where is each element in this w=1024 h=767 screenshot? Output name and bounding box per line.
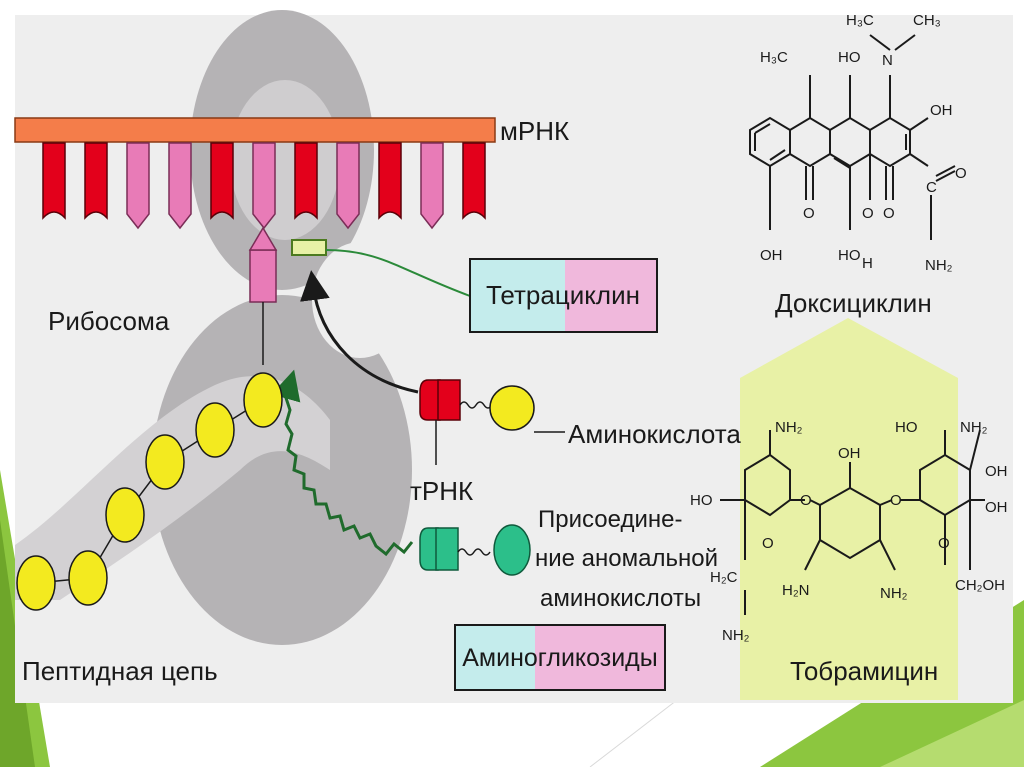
- tobramycin-field: [740, 318, 958, 700]
- tobra-nh2-r: NH₂: [960, 419, 988, 436]
- doxy-ho-top: HO: [838, 49, 861, 66]
- tobra-ho-r: HO: [895, 419, 918, 436]
- ribosome-label: Рибосома: [48, 306, 170, 336]
- doxycycline-label: Доксициклин: [775, 288, 932, 318]
- tobra-oh-r1: OH: [985, 463, 1008, 480]
- tobra-h2c: H₂C: [710, 569, 738, 586]
- anomalous-entry-arrow: [271, 369, 414, 557]
- anomalous-label-line3: аминокислоты: [540, 585, 701, 612]
- doxy-oh-b1: OH: [760, 247, 783, 264]
- trna-entry-arrow: [300, 270, 419, 394]
- doxy-h3c-left: H₃C: [760, 49, 788, 66]
- doxy-o-b2: O: [803, 205, 815, 222]
- aminoglycosides-box: Аминогликозиды: [454, 624, 666, 691]
- codon-pink: [336, 142, 360, 230]
- doxy-ketone-o: O: [955, 165, 967, 182]
- doxy-ch3: CH₃: [913, 12, 941, 29]
- tetracycline-label: Тетрациклин: [486, 280, 640, 310]
- tobra-oh-mid: OH: [838, 445, 861, 462]
- tobra-o-1: O: [800, 492, 812, 509]
- doxycycline-structure: H₃C H₃C CH₃ N HO OH O C NH₂ OH O HO O H …: [749, 12, 967, 318]
- tobra-o-ring1: O: [762, 535, 774, 552]
- codon-red: [42, 142, 66, 220]
- slide-accent-right-light: [880, 700, 1024, 767]
- tobramycin-structure: NH₂ HO O O H₂C NH₂ OH H₂N NH₂ O HO NH₂ O…: [690, 419, 1008, 686]
- codon-red: [210, 142, 234, 220]
- codon-red: [84, 142, 108, 220]
- tobra-o-2: O: [890, 492, 902, 509]
- mrna-strand: [14, 117, 496, 143]
- tobra-nh2-mid: NH₂: [880, 585, 908, 602]
- tobra-h2n: H₂N: [782, 582, 810, 599]
- aminoglycosides-label: Аминогликозиды: [462, 644, 657, 672]
- amino-acid-bead: [16, 555, 56, 611]
- peptide-chain-label: Пептидная цепь: [22, 656, 218, 686]
- anomalous-amino-acid: [493, 524, 531, 576]
- tetracycline-leader: [325, 249, 471, 297]
- trna-in-ribosome: [249, 249, 277, 303]
- amino-acid-label: Аминокислота: [568, 419, 741, 449]
- amino-acid-bead: [195, 402, 235, 458]
- doxy-h-b4: H: [862, 255, 873, 272]
- tobra-nh2-2: NH₂: [722, 627, 750, 644]
- anomalous-label-line1: Присоедине-: [538, 506, 682, 533]
- amino-acid-bead: [243, 372, 283, 428]
- codon-pink: [420, 142, 444, 230]
- amino-acid-bead: [105, 487, 145, 543]
- amino-acid-circle: [489, 385, 535, 431]
- doxy-c: C: [926, 179, 937, 196]
- doxy-o-b5: O: [883, 205, 895, 222]
- peptide-channel: [15, 376, 330, 600]
- codon-row: [42, 142, 486, 230]
- mrna-label: мРНК: [500, 116, 569, 146]
- amino-acid-bead: [68, 550, 108, 606]
- tetracycline-box: Тетрациклин: [469, 258, 658, 333]
- amino-acid-bead: [145, 434, 185, 490]
- tetracycline-marker: [291, 239, 327, 256]
- doxy-h3c-n: H₃C: [846, 12, 874, 29]
- tobra-oh-r2: OH: [985, 499, 1008, 516]
- codon-pink: [168, 142, 192, 230]
- tobra-ch2oh: CH₂OH: [955, 577, 1005, 594]
- incoming-trna: [419, 379, 565, 465]
- peptide-chain: [16, 372, 283, 611]
- trna-label: тРНК: [410, 476, 473, 506]
- doxy-o-b4: O: [862, 205, 874, 222]
- tobramycin-label: Тобрамицин: [790, 656, 938, 686]
- doxy-oh-right: OH: [930, 102, 953, 119]
- codon-red: [294, 142, 318, 220]
- doxy-nh2: NH₂: [925, 257, 953, 274]
- anomalous-label-line2: ние аномальной: [535, 545, 718, 572]
- anticodon-arrow: [248, 226, 278, 251]
- doxy-n: N: [882, 52, 893, 69]
- tobra-nh2-1: NH₂: [775, 419, 803, 436]
- codon-pink: [126, 142, 150, 230]
- codon-red: [378, 142, 402, 220]
- tobra-o-ring2: O: [938, 535, 950, 552]
- codon-red: [462, 142, 486, 220]
- doxy-ho-b3: HO: [838, 247, 861, 264]
- codon-pink: [252, 142, 276, 230]
- tobra-ho-1: HO: [690, 492, 713, 509]
- anomalous-trna: [419, 524, 531, 576]
